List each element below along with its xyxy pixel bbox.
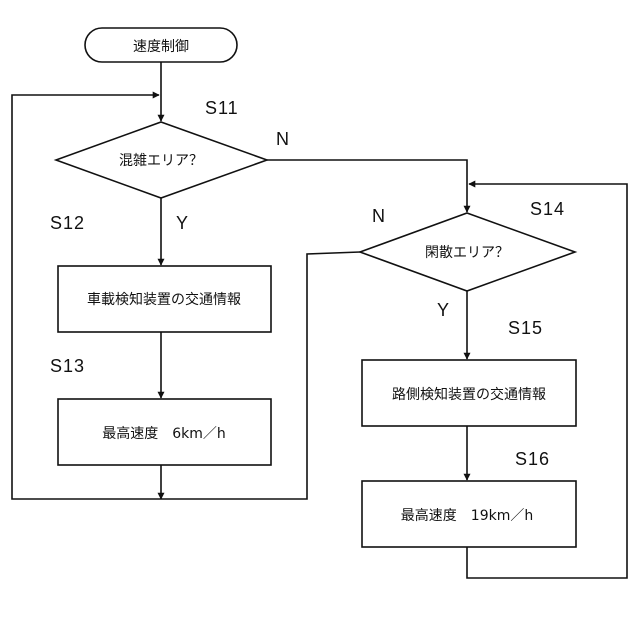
process-max-speed-19-label: 最高速度 19km／h <box>401 507 533 524</box>
process-vehicle-traffic-info-label: 車載検知装置の交通情報 <box>87 291 241 308</box>
branch-label-quiet-yes: Y <box>437 300 449 320</box>
process-max-speed-6-label: 最高速度 6km／h <box>102 425 226 442</box>
step-label-s12: S12 <box>50 213 85 233</box>
step-label-s13: S13 <box>50 356 85 376</box>
branch-label-congested-no: N <box>276 129 289 149</box>
branch-label-quiet-no: N <box>372 206 385 226</box>
step-label-s16: S16 <box>515 449 550 469</box>
process-roadside-traffic-info-label: 路側検知装置の交通情報 <box>392 386 546 403</box>
decision-quiet-area-label: 閑散エリア？ <box>425 245 509 261</box>
step-label-s14: S14 <box>530 199 565 219</box>
decision-congested-area-label: 混雑エリア？ <box>119 153 203 169</box>
start-terminal-label: 速度制御 <box>133 39 189 55</box>
branch-label-congested-yes: Y <box>176 213 188 233</box>
step-label-s15: S15 <box>508 318 543 338</box>
step-label-s11: S11 <box>205 98 239 118</box>
edge-s11-no-to-s14 <box>267 160 467 212</box>
